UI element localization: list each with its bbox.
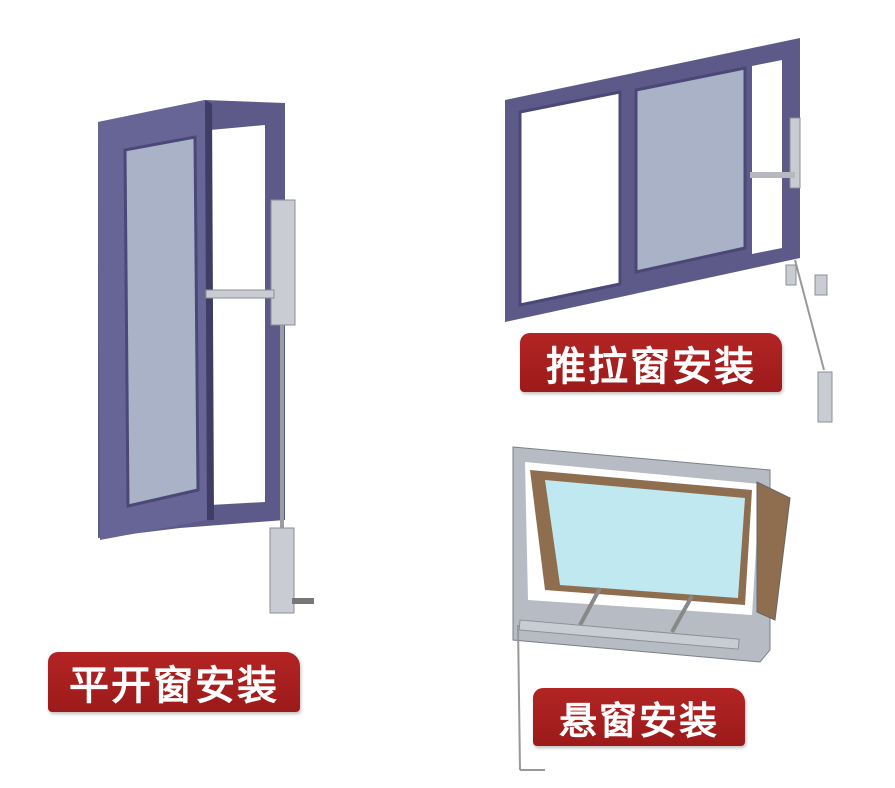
casement-window-illustration <box>98 100 314 614</box>
sliding-window-illustration <box>505 38 833 423</box>
awning-window-label: 悬窗安装 <box>533 688 745 746</box>
sliding-window-label: 推拉窗安装 <box>520 333 782 392</box>
casement-window-label: 平开窗安装 <box>48 652 300 712</box>
awning-window-illustration <box>512 446 791 771</box>
